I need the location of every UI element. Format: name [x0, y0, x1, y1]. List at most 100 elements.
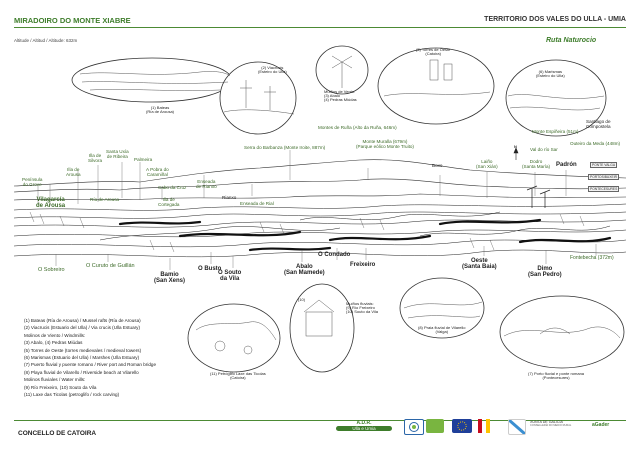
label-peninsula: Península do Grove: [22, 177, 43, 187]
label-val-ulla: Val do río Sar: [530, 147, 558, 152]
inset-torres: [377, 47, 495, 125]
label-freixeiro: Freixeiro: [350, 262, 376, 268]
label-outeiro: Outeiro da Meda (448m): [570, 141, 621, 146]
label-illa-arousa: Illa de Arousa: [66, 167, 81, 177]
label-palmeira: Palmeira: [134, 157, 153, 162]
altitude-label: Altitude / Altitud / Altitude: 632m: [14, 38, 78, 43]
label-o-souto: O Souto da Vila: [218, 270, 242, 283]
label-o-condado: O Condado: [318, 252, 351, 258]
pointer-lines: [37, 150, 567, 206]
windmill-icons: [526, 185, 551, 208]
label-bamio: Bamio (San Xens): [154, 272, 186, 285]
legend-item: (7) Puerto fluvial y puente romano / Riv…: [24, 362, 157, 368]
ridge-line-mid: [13, 178, 627, 193]
legend-list: (1) Bateas (Ría de Arousa) / Mussel raft…: [24, 317, 156, 398]
inset-sketches: [79, 55, 621, 355]
bottom-rule: [14, 420, 626, 421]
label-monte-espineira: Monte Espiñeira (51m): [532, 129, 579, 134]
inset-praia: [399, 277, 485, 339]
label-santiago: Santiago de Compostela: [586, 119, 611, 129]
label-dodro: Dodro (Santa María): [522, 159, 551, 169]
coast-line: [13, 193, 627, 201]
xunta-logo-sub: CONSELLERÍA DO MEDIO RURAL: [530, 424, 572, 427]
lower-pointer-lines: [55, 244, 597, 270]
legend-item: (3) Abalo, (4) Pedras Miúdas: [24, 340, 83, 346]
legend-item: (2) Viacrucis (Estuario del Ulla) / Via …: [24, 325, 140, 331]
top-insets: [71, 45, 607, 137]
label-o-sobreiro: O Sobreiro: [38, 267, 65, 273]
inset-viacrucis: [219, 61, 297, 135]
label-cabo-cruz: Cabo da Cruz: [158, 185, 187, 190]
inset-marismas: [505, 59, 607, 137]
partner-logo-2: [426, 419, 444, 433]
spain-flag-stripe: [486, 419, 491, 433]
label-serra-barbanza: Serra do Barbanza (Monte Iroite, 887m): [244, 145, 326, 150]
inset-bateas: [71, 57, 233, 103]
adr-logo-sub: Ulla e Umia: [336, 426, 392, 431]
legend-item: (8) Playa fluvial de Vilarello / Riversi…: [24, 369, 139, 375]
label-o-curuto: O Curuto de Guillán: [86, 263, 135, 269]
galicia-band-icon: [508, 418, 526, 436]
legend-item: Molinos de Viento / Windmills:: [24, 332, 86, 338]
route-name: Ruta Naturocio: [546, 37, 597, 44]
caption-viacrucis: (2) Viacrucis (Esteiro do Ulla): [258, 65, 287, 75]
label-laiho: Laiño (San Xián): [476, 159, 498, 169]
label-fontebecha: Fontebecha (372m): [570, 255, 614, 261]
inset-petroglifo: [187, 303, 281, 373]
river-strokes: [118, 218, 612, 252]
label-enseada-rianxo: Enseada de Rianxo: [196, 179, 217, 189]
label-monte-muralla: Monte Muralla (679m) (Parque eólico Mont…: [356, 139, 414, 149]
label-oeste: Oeste (Santa Baia): [462, 258, 497, 271]
ridge-line-far: [13, 159, 627, 187]
bottom-insets: [187, 277, 625, 373]
legend-item: (11) Laxe das Ticolas (petroglifo / rock…: [24, 392, 120, 398]
caption-torres: (5) Torres de Oeste (Catoira): [416, 47, 451, 57]
label-enseada-rial: Enseada de Rial: [240, 201, 274, 206]
sign-pontecesures: PONTECESURES: [588, 186, 620, 192]
page-title: MIRADOIRO DO MONTE XIABRE: [14, 16, 131, 25]
north-arrow: [513, 147, 519, 160]
partner-logo-1: [404, 419, 424, 435]
caption-porto: (7) Porto fluvial e ponte romana (Pontec…: [528, 371, 585, 381]
label-illa-silvora: Illa de Silvora: [88, 153, 103, 163]
xunta-logo: XUNTA DE GALICIA CONSELLERÍA DO MEDIO RU…: [530, 420, 584, 434]
inset-porto: [499, 295, 625, 369]
legend-item: (1) Bateas (Ría de Arousa) / Mussel raft…: [24, 318, 141, 323]
label-santa-uxia: Santa Uxía de Ribeira: [106, 149, 129, 159]
caption-bateas: (1) Bateas (Ría de Arousa): [146, 105, 175, 115]
legend-item: (5) Torres de Oeste (torres medievales /…: [24, 347, 142, 353]
legend-item: (6) Marismas (Estuario del Ulla) / Marsh…: [24, 355, 140, 361]
caption-ten: (10): [298, 297, 306, 302]
label-rianxo: Rianxo: [222, 195, 237, 200]
legend-item: (9) Río Freixeiro, (10) Souto da Vila: [24, 384, 97, 390]
caption-marismas: (6) Marismas (Esteiro do Ulla): [536, 69, 565, 79]
label-boxo: Boxo: [432, 163, 443, 168]
sign-portosibuxeir: PORTOSIBUXEIR: [588, 174, 619, 180]
label-padron: Padrón: [556, 162, 577, 168]
north-label: N: [514, 144, 517, 149]
label-abalo: Abalo (San Mamede): [284, 264, 325, 277]
spain-flag-stripe: [478, 419, 482, 433]
eu-flag-icon: [452, 419, 472, 433]
hatching: [29, 211, 585, 253]
label-monte-runa: Montes de Ruña (Alto da Ruña, 646m): [318, 125, 397, 130]
sign-ponte-valga: PONTE VALGA: [590, 162, 618, 168]
caption-muinos: Muíños de Vento: (3) Abalo (4) Pedras Mi…: [324, 89, 357, 103]
spain-ministry-logo: [478, 419, 504, 433]
header-rule: [14, 27, 626, 28]
label-ria-arousa: Ría de Arousa: [90, 197, 120, 202]
label-vilagarcia: Vilagarcía de Arousa: [36, 197, 66, 210]
inset-muinos-fluviais: [289, 283, 355, 373]
label-pobra: A Pobra do Caramiñal: [146, 167, 169, 177]
spiral-icon: [409, 422, 419, 432]
legend-item: Molinos fluviales / Water mills:: [24, 377, 86, 383]
agader-logo: aGader: [592, 422, 610, 428]
adr-logo: A.D.R. Ulla e Umia: [336, 420, 392, 436]
label-o-busto: O Busto: [198, 266, 222, 272]
label-dimo: Dimo (San Pedro): [528, 266, 562, 279]
territory-title: TERRITORIO DOS VALES DO ULLA - UMIA: [484, 16, 626, 23]
label-illa-cortegada: Illa de Cortegada: [158, 197, 180, 207]
footer-organization: CONCELLO DE CATOIRA: [18, 430, 97, 437]
caption-praia: (8) Praia fluvial de Vilarello (Valga): [418, 325, 466, 335]
